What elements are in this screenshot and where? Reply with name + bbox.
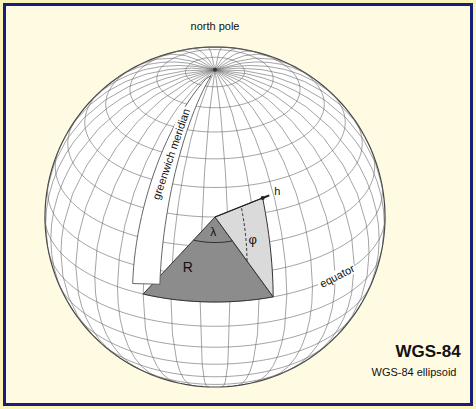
meridian-label: greenwich meridian [149,105,193,203]
model-title: WGS-84 [395,343,460,362]
lambda-symbol: λ [210,227,216,240]
surface-point [261,196,265,200]
frame-panel: north pole greenwich meridian λ φ hRequatorW… [3,3,473,406]
model-subtitle: WGS-84 ellipsoid [372,366,457,378]
height-symbol: h [274,185,280,197]
globe-outline [45,47,385,387]
graticule [45,47,385,387]
phi-sector [215,198,273,297]
label-layer: north pole greenwich meridian λ φ hRequatorW… [6,6,470,403]
phi-symbol: φ [249,233,257,247]
phi-arc [241,207,247,261]
pole-point [213,68,217,72]
lambda-arc [193,240,232,242]
radius-symbol: R [183,260,193,275]
equator-label: equator [316,261,358,291]
position-radius [215,198,263,217]
pole-label: north pole [191,20,240,32]
meridian-band [133,76,211,284]
